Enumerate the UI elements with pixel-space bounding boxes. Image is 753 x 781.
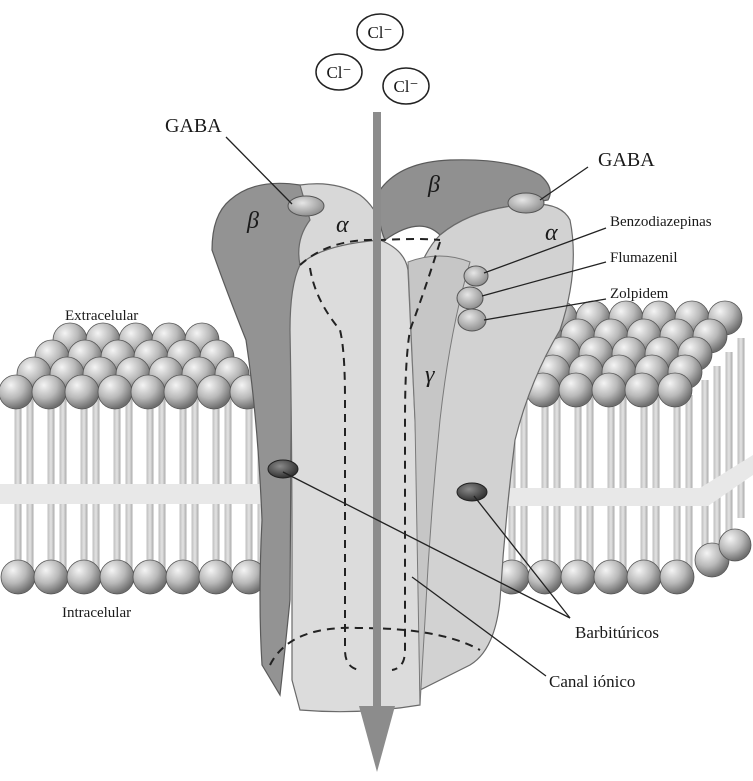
lipid-heads-left-top	[0, 323, 264, 409]
gaba-site-right	[508, 193, 544, 213]
lipid-head	[0, 375, 33, 409]
chloride-ion-label-3: Cl⁻	[393, 77, 418, 96]
lipid-tail	[587, 395, 594, 575]
lipid-head	[594, 560, 628, 594]
ion-flow-shaft	[373, 112, 381, 716]
lipid-head	[32, 375, 66, 409]
lipid-tail	[521, 395, 528, 575]
lipid-head	[98, 375, 132, 409]
lipid-head	[625, 373, 659, 407]
subunit-label-beta-left: β	[246, 208, 259, 234]
chloride-ions: Cl⁻ Cl⁻ Cl⁻	[316, 14, 429, 104]
zolpidem-site	[458, 309, 486, 331]
lipid-tail	[653, 395, 660, 575]
lipid-head	[561, 560, 595, 594]
lipid-tail	[608, 395, 615, 575]
lipid-head	[1, 560, 35, 594]
lipid-head	[658, 373, 692, 407]
subunit-label-gamma: γ	[425, 362, 435, 388]
label-intracelular: Intracelular	[62, 605, 131, 621]
gaba-site-left	[288, 196, 324, 216]
subunit-label-alpha-left: α	[336, 212, 349, 238]
label-benzodiazepinas: Benzodiazepinas	[610, 214, 712, 230]
benzodiazepine-site	[464, 266, 488, 286]
lipid-tail	[674, 395, 681, 575]
receptor-protein	[212, 160, 573, 712]
label-gaba-right: GABA	[598, 149, 655, 171]
lipid-tail	[714, 366, 721, 546]
lipid-tail	[702, 380, 709, 560]
lipid-head	[660, 560, 694, 594]
lipid-tail	[726, 352, 733, 532]
lipid-head	[164, 375, 198, 409]
label-gaba-left: GABA	[165, 115, 222, 137]
lipid-head	[67, 560, 101, 594]
lipid-heads-left-bottom	[1, 560, 266, 594]
lipid-head	[34, 560, 68, 594]
label-extracelular: Extracelular	[65, 308, 138, 324]
lipid-head	[197, 375, 231, 409]
lipid-head	[133, 560, 167, 594]
lipid-head	[166, 560, 200, 594]
alpha-subunit-center	[290, 240, 420, 712]
membrane-left	[0, 323, 266, 594]
label-zolpidem: Zolpidem	[610, 286, 669, 302]
chloride-ion-label-2: Cl⁻	[326, 63, 351, 82]
flumazenil-site	[457, 287, 483, 309]
lipid-head	[592, 373, 626, 407]
lipid-head	[100, 560, 134, 594]
lipid-head	[199, 560, 233, 594]
membrane-midline-left	[0, 484, 265, 504]
lipid-head	[719, 529, 751, 561]
lipid-tail	[542, 395, 549, 575]
subunit-label-alpha-right: α	[545, 220, 558, 246]
lipid-head	[627, 560, 661, 594]
lipid-head	[559, 373, 593, 407]
lipid-head	[131, 375, 165, 409]
chloride-ion-label-1: Cl⁻	[367, 23, 392, 42]
barbiturate-site-left	[268, 460, 298, 478]
subunit-label-beta-right: β	[427, 172, 440, 198]
lipid-tail	[575, 395, 582, 575]
label-canal-ionico: Canal iónico	[549, 672, 635, 691]
lipid-tail	[686, 395, 693, 575]
ion-flow-arrowhead	[359, 706, 395, 772]
barbiturate-site-right	[457, 483, 487, 501]
lipid-head	[65, 375, 99, 409]
label-flumazenil: Flumazenil	[610, 250, 678, 266]
lipid-head	[528, 560, 562, 594]
lipid-tail	[641, 395, 648, 575]
lipid-tail	[738, 338, 745, 518]
label-barbituricos: Barbitúricos	[575, 623, 659, 642]
lipid-tail	[620, 395, 627, 575]
lipid-tail	[554, 395, 561, 575]
